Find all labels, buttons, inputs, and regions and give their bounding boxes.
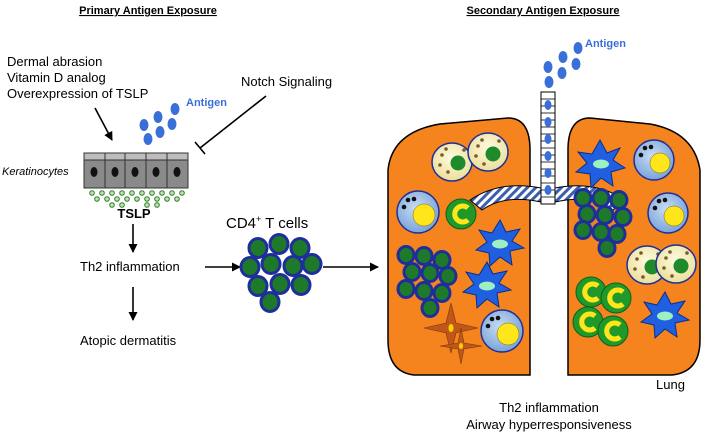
smooth-muscle-cell (439, 327, 483, 365)
bronchus-left (469, 185, 542, 211)
outcome-th2-inflammation: Th2 inflammation (499, 400, 599, 415)
eosinophil-cell (626, 245, 668, 285)
notch-inhibition-line (194, 95, 267, 155)
mast-cell (647, 192, 689, 234)
antigen-particles-primary (139, 103, 180, 145)
cd4-text: CD4 (226, 215, 256, 232)
macrophage-cell (597, 315, 629, 347)
cd4-superscript: + (256, 214, 261, 224)
secondary-exposure-heading: Secondary Antigen Exposure (466, 5, 619, 17)
lung-label: Lung (656, 377, 685, 392)
eosinophil-cell (467, 132, 509, 172)
tcells-text: T cells (261, 215, 308, 232)
th2-inflammation-label-primary: Th2 inflammation (80, 259, 180, 274)
tslp-label: TSLP (117, 206, 151, 221)
dendritic-cell (639, 290, 691, 340)
antigen-particles-secondary (543, 42, 583, 88)
dendritic-cell (461, 260, 513, 310)
outcome-airway-hyperresponsiveness: Airway hyperresponsiveness (466, 417, 632, 432)
atopic-dermatitis-label: Atopic dermatitis (80, 333, 177, 348)
trigger-arrow (94, 107, 113, 141)
keratinocyte-layer (83, 152, 189, 189)
mast-cell (396, 190, 440, 234)
tslp-particles (89, 190, 185, 208)
smooth-muscle-cell (423, 302, 479, 354)
antigen-label-primary: Antigen (186, 97, 227, 109)
lung-tcell-group-left (396, 245, 458, 318)
macrophage-cell (445, 198, 477, 230)
notch-signaling-label: Notch Signaling (241, 74, 332, 89)
cd4-tcells-label: CD4+ T cells (226, 214, 308, 232)
cd4-tcell-cluster (239, 233, 323, 313)
mast-cell (633, 139, 675, 181)
mast-cell (480, 309, 524, 353)
keratinocytes-label: Keratinocytes (2, 166, 69, 178)
trachea (540, 91, 556, 205)
dendritic-cell (474, 218, 526, 268)
trigger-overexpression-tslp: Overexpression of TSLP (7, 86, 148, 101)
lung-tcell-group-right (573, 188, 633, 258)
trigger-vitamin-d: Vitamin D analog (7, 70, 106, 85)
trigger-dermal-abrasion: Dermal abrasion (7, 54, 102, 69)
primary-exposure-heading: Primary Antigen Exposure (79, 5, 217, 17)
macrophage-cell (600, 282, 632, 314)
antigen-label-secondary: Antigen (585, 38, 626, 50)
dendritic-cell (574, 138, 627, 190)
eosinophil-cell (431, 142, 473, 182)
eosinophil-cell (655, 244, 697, 284)
